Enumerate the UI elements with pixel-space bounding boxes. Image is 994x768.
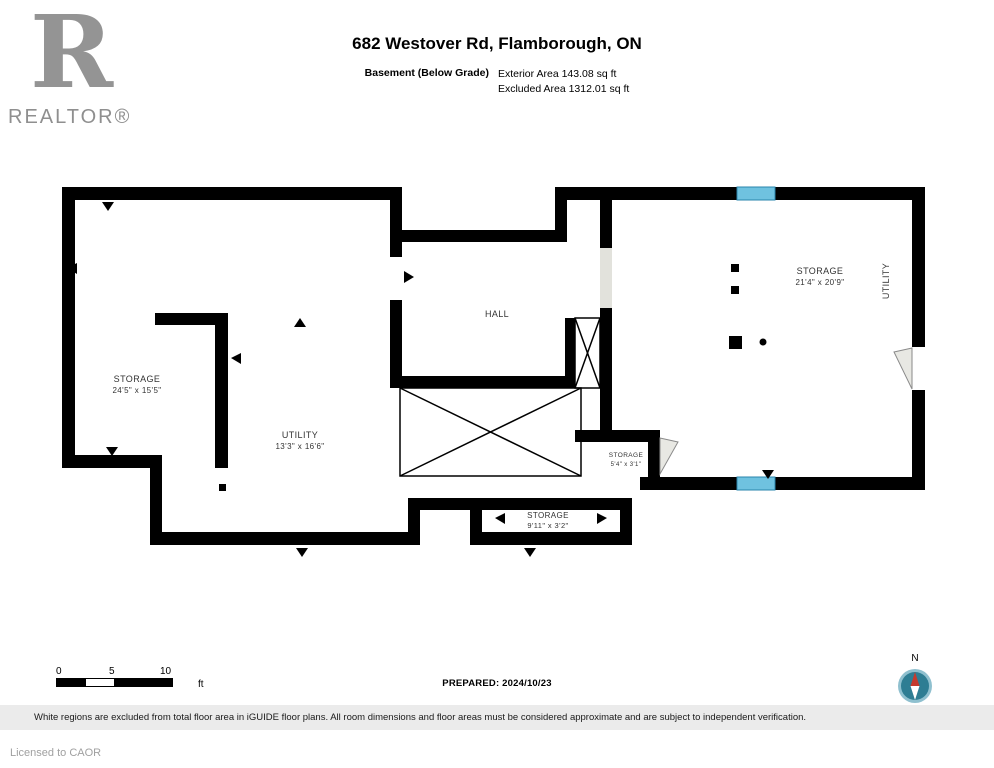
disclaimer-text: White regions are excluded from total fl…: [34, 712, 807, 723]
compass-needle-south-icon: [910, 686, 920, 700]
stairs-upper: [574, 317, 601, 389]
room-label-storage-left: STORAGE: [114, 374, 161, 384]
scale-bar: 0 5 10 ft: [56, 666, 266, 696]
area-summary: Exterior Area 143.08 sq ft Excluded Area…: [498, 67, 629, 97]
door-arrow-down-icon: [102, 202, 114, 211]
page-title: 682 Westover Rd, Flamborough, ON: [352, 34, 642, 53]
water-heater-icon: [759, 338, 767, 346]
excluded-area-text: Excluded Area 1312.01 sq ft: [497, 83, 630, 95]
scale-tick-0: 0: [56, 666, 62, 677]
license-text: Licensed to CAOR: [10, 747, 102, 759]
door-arrow-down-icon: [524, 548, 536, 557]
room-dims-storage-right: 21'4" x 20'9": [795, 278, 844, 287]
disclaimer-bar: White regions are excluded from total fl…: [0, 705, 994, 730]
scale-bar-graphic: [56, 678, 173, 687]
stairs-main: [399, 387, 582, 477]
equipment-icon: [219, 484, 226, 491]
room-label-storage-bottom: STORAGE: [527, 511, 569, 520]
exterior-area-text: Exterior Area 143.08 sq ft: [497, 68, 617, 80]
compass-needle-north-icon: [910, 672, 920, 686]
subtitle: Basement (Below Grade) Exterior Area 143…: [0, 67, 994, 97]
door-arrow-left-icon: [231, 353, 241, 364]
realtor-logo: R: [30, 0, 114, 111]
door-leaf-storage: [659, 437, 679, 476]
door-arrows: [67, 202, 774, 557]
room-label-storage-small: STORAGE: [609, 452, 644, 459]
room-label-utility-center: UTILITY: [282, 430, 318, 440]
room-dims-storage-left: 24'5" x 15'5": [112, 386, 161, 395]
door-arrow-down-icon: [106, 447, 118, 456]
walls: [62, 187, 925, 545]
floor-label: Basement (Below Grade): [364, 67, 489, 79]
door-arrow-up-icon: [294, 318, 306, 327]
room-dims-utility-center: 13'3" x 16'6": [275, 442, 324, 451]
windows: [736, 186, 776, 491]
room-dims-storage-bottom: 9'11" x 3'2": [527, 521, 568, 530]
prepared-date: PREPARED: 2024/10/23: [442, 678, 552, 689]
door-gap: [600, 248, 612, 308]
furnace-icon: [729, 336, 742, 349]
door-arrow-right-icon: [597, 513, 607, 524]
scale-unit-label: ft: [198, 679, 204, 690]
window-icon-top: [736, 186, 776, 201]
room-label-hall: HALL: [485, 309, 509, 319]
realtor-logo-text: REALTOR®: [8, 106, 132, 128]
compass-n-label: N: [911, 653, 918, 664]
scale-tick-10: 10: [160, 666, 172, 677]
door-arrow-left-icon: [67, 263, 77, 274]
room-label-storage-right: STORAGE: [797, 266, 844, 276]
room-dims-storage-small: 5'4" x 3'1": [611, 462, 642, 468]
door-arrow-right-icon: [404, 271, 414, 283]
door-leaf-right: [893, 347, 913, 390]
compass: N: [898, 653, 932, 703]
door-arrow-left-icon: [495, 513, 505, 524]
scale-tick-5: 5: [109, 666, 115, 677]
equipment-icon: [731, 264, 739, 272]
window-icon-bottom: [736, 476, 776, 491]
door-arrow-down-icon: [296, 548, 308, 557]
equipment-icon: [731, 286, 739, 294]
equipment-symbols: [219, 264, 767, 491]
room-label-utility-right: UTILITY: [881, 263, 891, 299]
door-arrow-down-icon: [762, 470, 774, 479]
